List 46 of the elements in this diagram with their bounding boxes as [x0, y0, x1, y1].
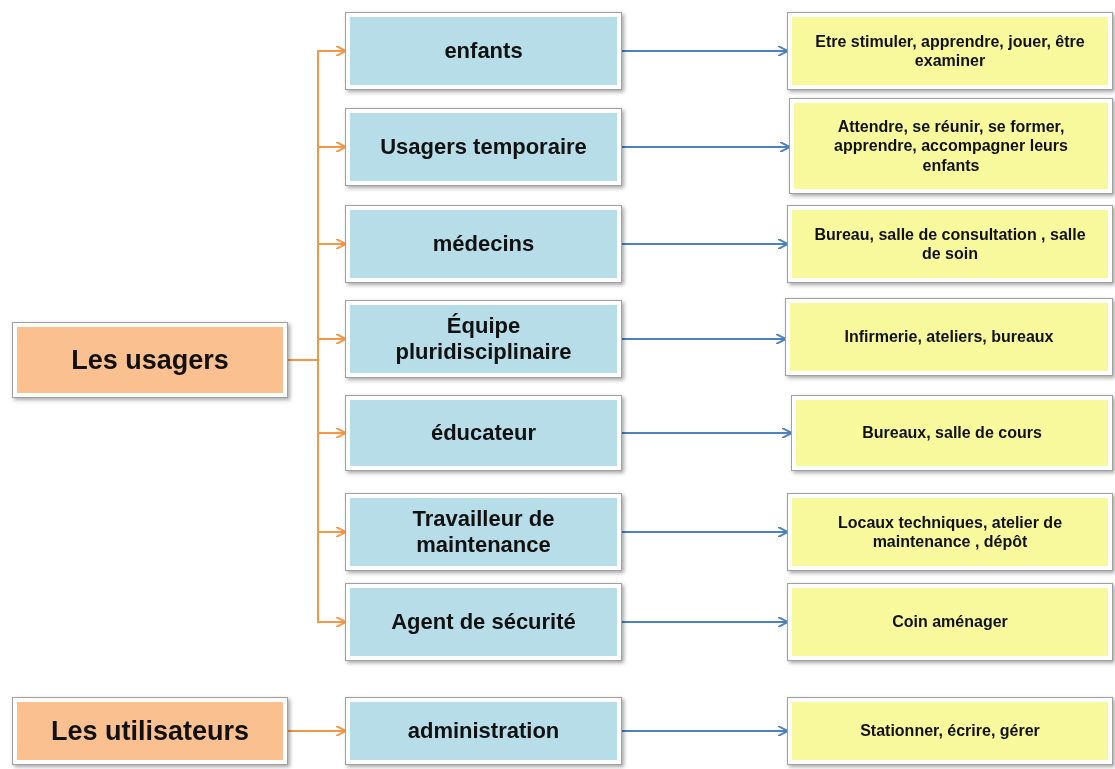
box-label: Usagers temporaire [380, 133, 587, 161]
box-label: administration [407, 717, 560, 745]
arrow [621, 45, 789, 57]
activity-box [787, 493, 1113, 571]
box-label: Attendre, se réunir, se former, apprendre, accompagner leurs enfants [833, 117, 1069, 175]
activity-box [787, 697, 1113, 765]
box-label: Bureaux, salle de cours [862, 423, 1042, 443]
arrow [621, 725, 789, 737]
user-group-box [345, 108, 622, 186]
arrow [621, 427, 793, 439]
activity-box [791, 395, 1113, 471]
arrow [621, 238, 789, 250]
box-label: Infirmerie, ateliers, bureaux [844, 327, 1054, 347]
box-label: Agent de sécurité [391, 608, 576, 636]
user-group-box [345, 697, 622, 765]
arrow [621, 616, 789, 628]
box-label: éducateur [430, 419, 537, 447]
category-box [12, 322, 288, 398]
box-label: Etre stimuler, apprendre, jouer, être examiner [814, 31, 1086, 71]
box-label: médecins [432, 230, 535, 258]
user-group-box [345, 583, 622, 661]
user-group-box [345, 12, 622, 90]
box-label: Travailleur de maintenance [411, 505, 556, 559]
box-label: Locaux techniques, atelier de maintenance , dépôt [836, 512, 1064, 552]
arrow [287, 359, 347, 628]
box-label: enfants [444, 37, 523, 65]
box-label: Stationner, écrire, gérer [860, 721, 1040, 741]
arrow [621, 526, 789, 538]
box-label: Bureau, salle de consultation , salle de soin [813, 224, 1087, 264]
user-group-box [345, 300, 622, 378]
box-label: Équipe pluridisciplinaire [394, 312, 573, 366]
box-label: Coin aménager [892, 612, 1008, 632]
user-group-box [345, 205, 622, 283]
activity-box [785, 298, 1113, 376]
box-label: Les utilisateurs [50, 714, 250, 748]
user-group-box [345, 493, 622, 571]
arrow [621, 141, 791, 153]
activity-box [787, 583, 1113, 661]
arrow [287, 725, 347, 737]
activity-box [787, 205, 1113, 283]
activity-box [789, 98, 1113, 194]
user-group-box [345, 395, 622, 471]
box-label: Les usagers [71, 343, 229, 377]
category-box [12, 697, 288, 765]
activity-box [787, 12, 1113, 90]
arrow [621, 333, 787, 345]
